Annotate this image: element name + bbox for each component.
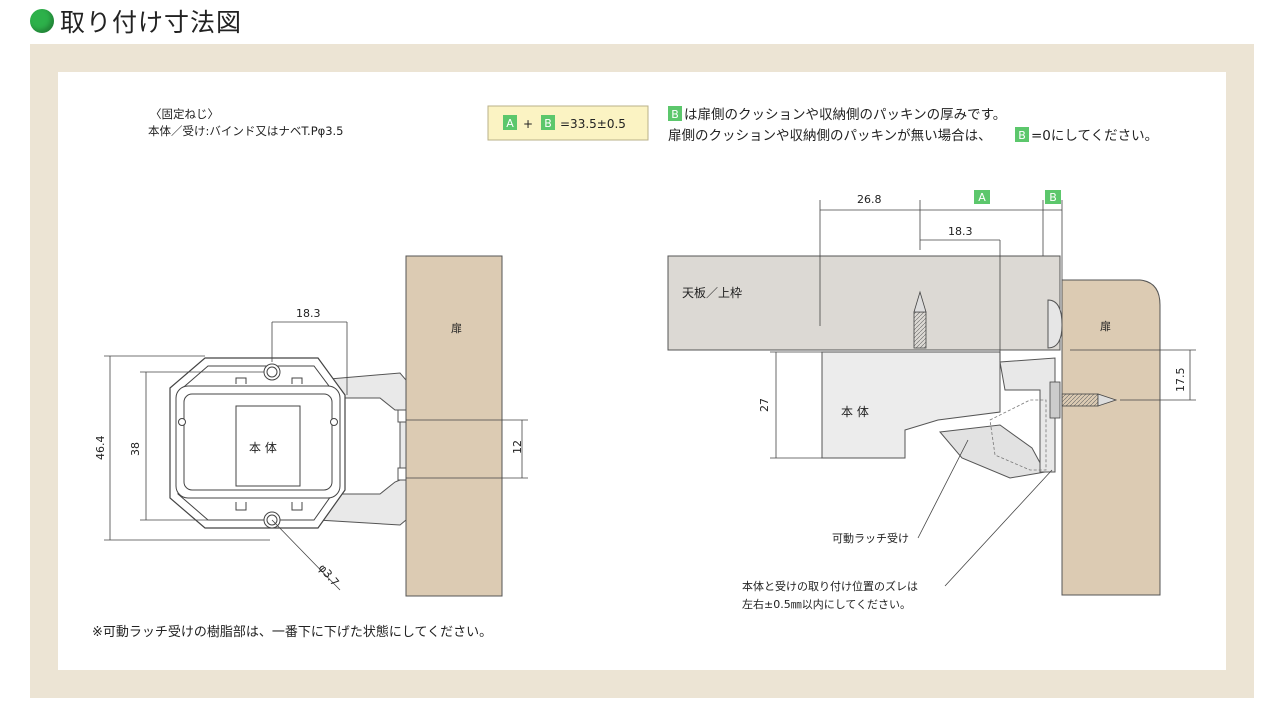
note-badge-b-text: B [671,108,679,121]
badge-a-text: A [506,117,514,130]
dim-right-26-8: 26.8 [857,193,882,206]
door-left [405,255,503,597]
formula-plus: + [523,117,533,131]
latch-label: 可動ラッチ受け [832,531,909,545]
screw-note-line2: 本体／受け:バインド又はナベT.Pφ3.5 [148,124,344,138]
note-line1: は扉側のクッションや収納側のパッキンの厚みです。 [684,107,1006,123]
badge-b [541,115,555,130]
dim-right-18-3: 18.3 [948,225,973,238]
page-title-text: 取り付け寸法図 [60,8,243,37]
dim-left-38: 38 [129,442,142,456]
top-board [667,255,1061,351]
badge-a [503,115,517,130]
dim-badge-a-text: A [978,191,986,204]
offset-note-line2: 左右±0.5㎜以内にしてください。 [742,597,911,611]
dim-right-27: 27 [758,398,771,412]
note-line2-start: 扉側のクッションや収納側のパッキンが無い場合は、 [668,128,992,144]
formula-box: A + B =33.5±0.5 [487,105,649,141]
note-line2-end: =0にしてください。 [1031,128,1158,144]
body-left-label: 本 体 [249,441,277,455]
latch-receiver-right [999,357,1056,473]
right-view: 天板／上枠 扉 本 体 26.8 A [667,190,1196,611]
badge-b-text: B [544,117,552,130]
note-badge-b [668,106,682,121]
door-left-label: 扉 [451,322,462,335]
formula-value: =33.5±0.5 [560,117,626,131]
dim-badge-a [974,190,990,204]
door-right [1061,279,1161,596]
screw-note-line1: 〈固定ねじ〉 [150,107,219,121]
bottom-note: ※可動ラッチ受けの樹脂部は、一番下に下げた状態にしてください。 [92,624,492,640]
dim-left-phi: φ3.7 [316,562,342,589]
dim-left-18-3: 18.3 [296,307,321,320]
note-badge-b2-text: B [1018,129,1026,142]
offset-note-line1: 本体と受けの取り付け位置のズレは [742,579,918,593]
screw-horizontal-icon [1049,381,1118,419]
left-view: 扉 本 体 18.3 46.4 [94,255,528,597]
top-board-label: 天板／上枠 [682,286,742,300]
dim-right-17-5: 17.5 [1174,368,1187,393]
dim-badge-b [1045,190,1061,204]
body-right-label: 本 体 [841,405,869,419]
door-right-label: 扉 [1100,320,1111,333]
note-badge-b2 [1015,127,1029,142]
green-bullet-icon [30,9,54,33]
screw-vertical-icon [913,290,927,349]
dim-left-46-4: 46.4 [94,436,107,461]
dim-badge-b-text: B [1049,191,1057,204]
page-title: 取り付け寸法図 [30,4,242,38]
dim-left-12: 12 [511,440,524,454]
thickness-note: B は扉側のクッションや収納側のパッキンの厚みです。 扉側のクッションや収納側の… [668,106,1158,144]
